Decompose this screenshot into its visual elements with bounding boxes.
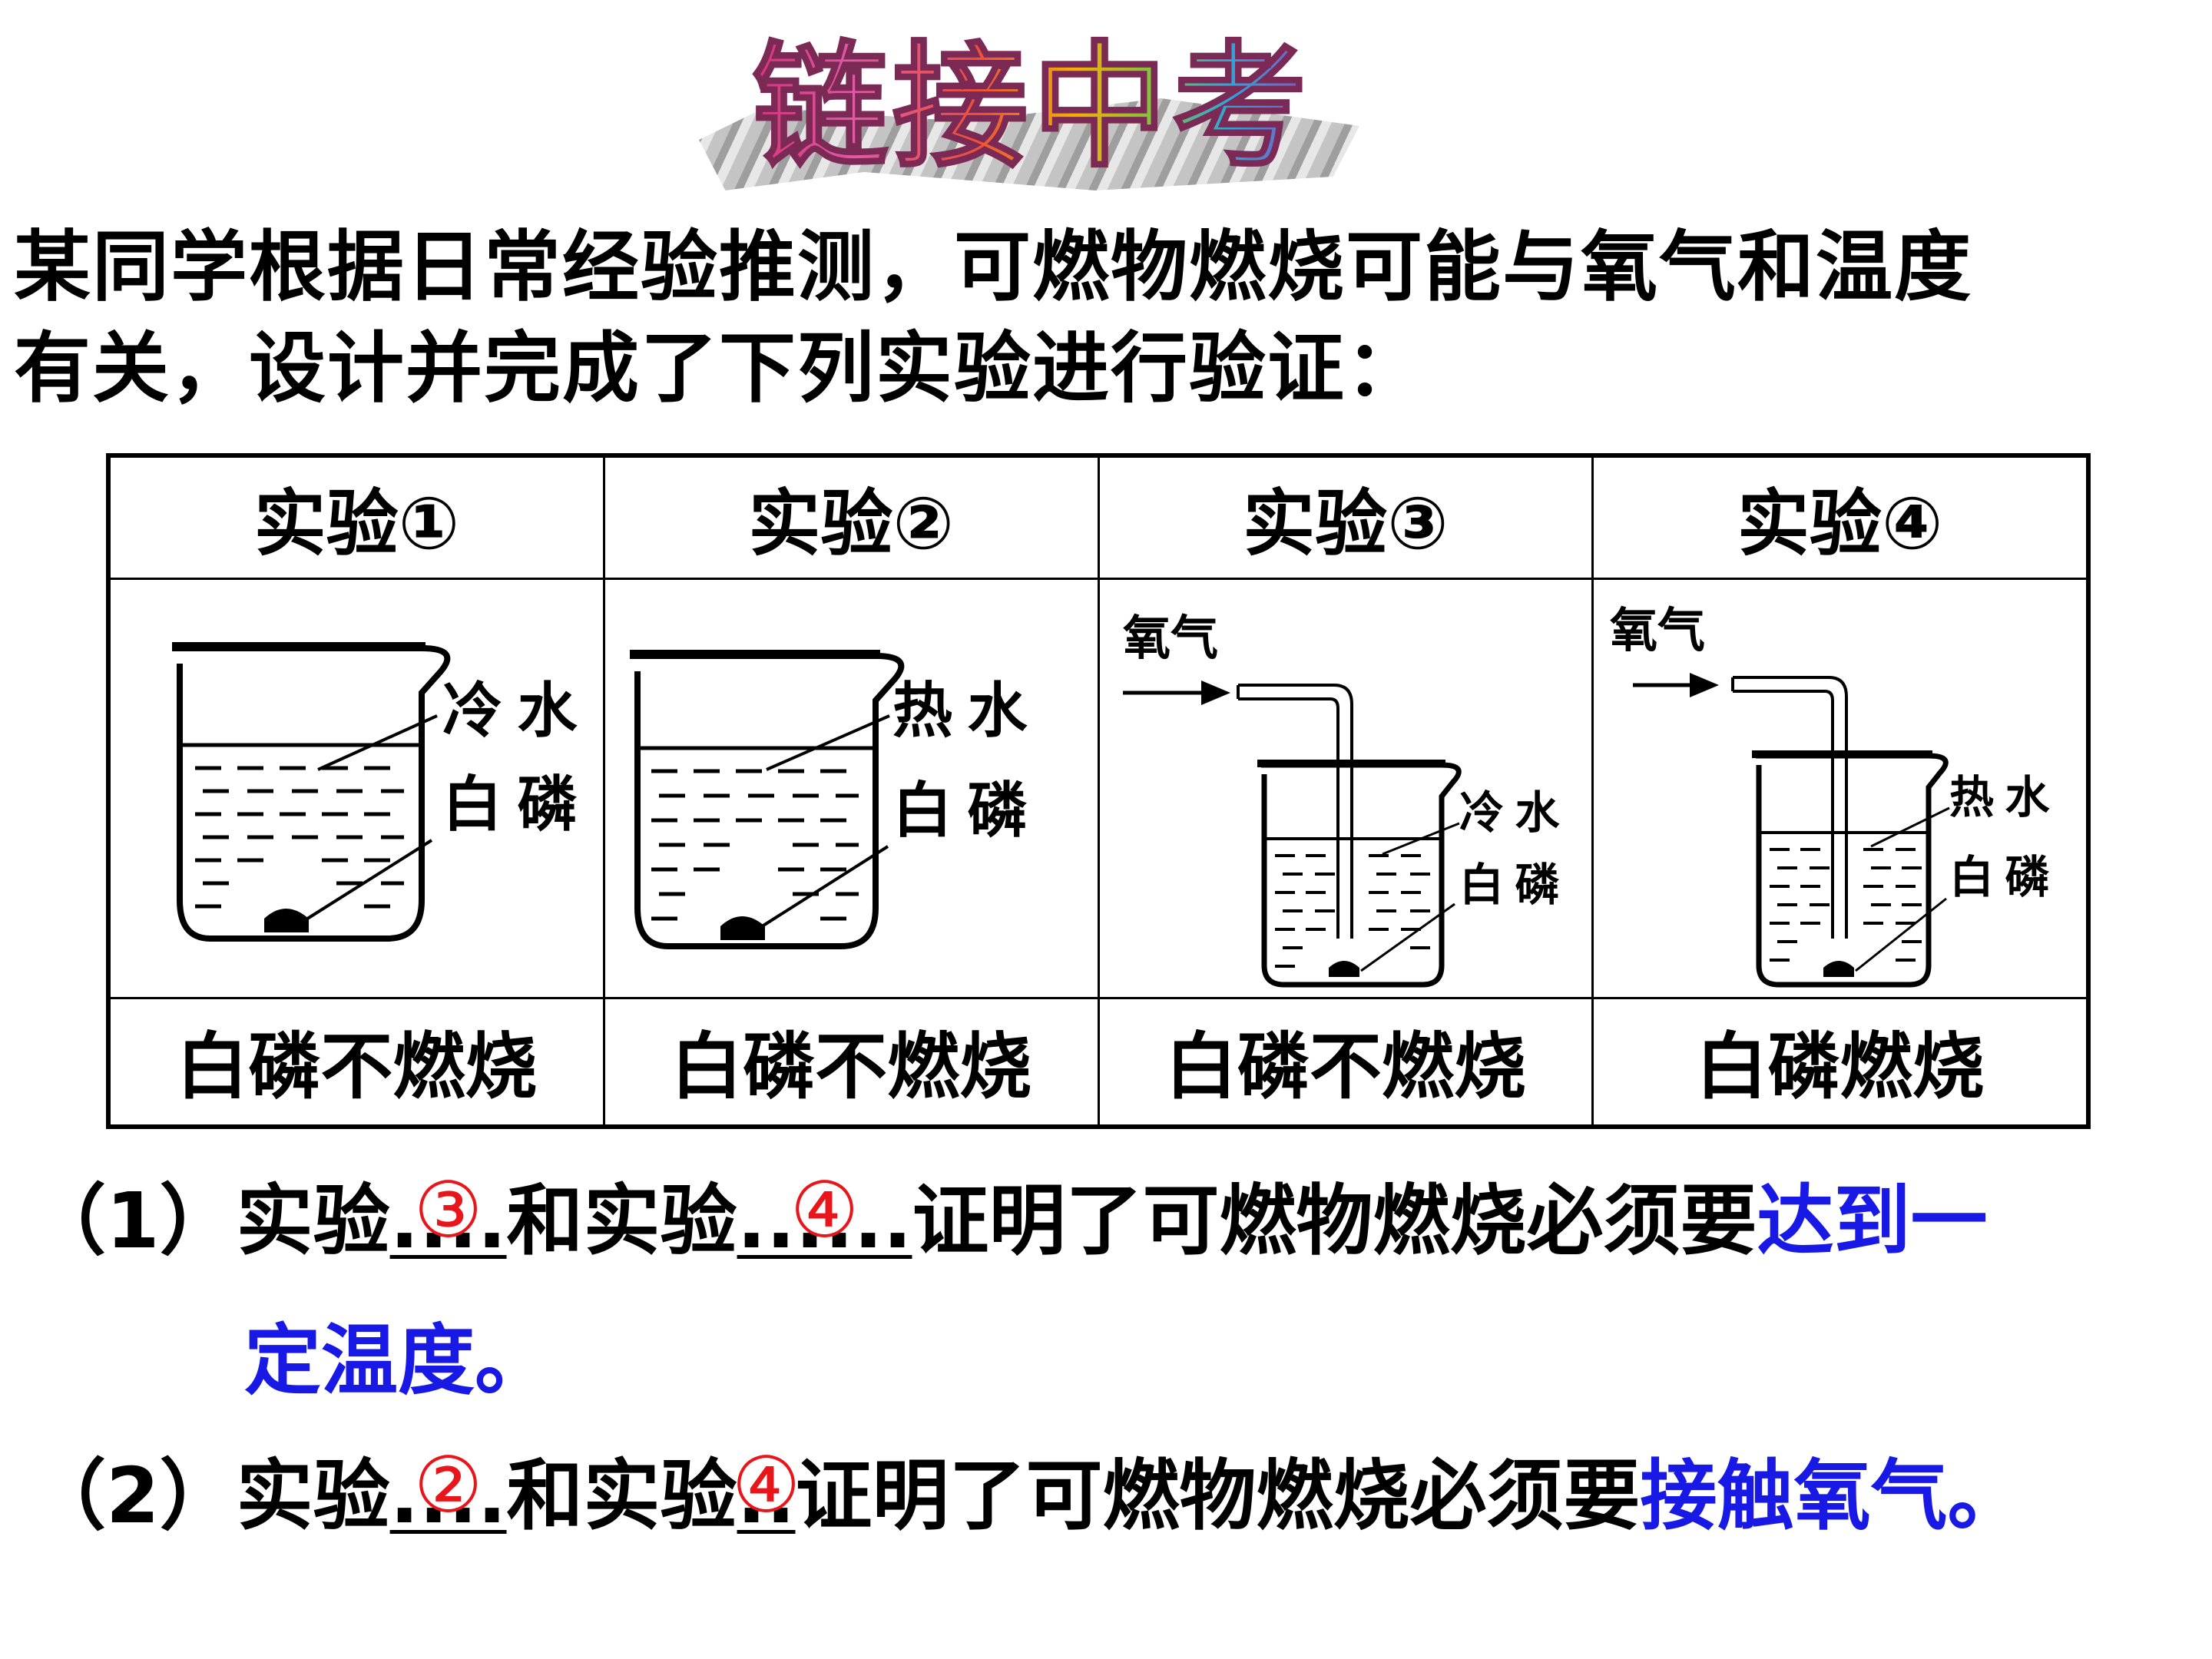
arrow-right-icon [1200, 680, 1230, 705]
beaker-hot-water-figure: 热 水 白 磷 [630, 650, 1028, 949]
water-dashes [651, 769, 859, 921]
q1-blank-2: ......④ [737, 1165, 912, 1266]
q1-blank-1: ....③ [389, 1165, 507, 1266]
result-experiment-2: 白磷不燃烧 [605, 997, 1100, 1124]
phosphorus-lump [1823, 961, 1854, 977]
gas-tube [1732, 676, 1848, 939]
label-white-phosphorus: 白 磷 [1459, 860, 1560, 910]
water-dashes [195, 766, 405, 909]
beaker-cold-water-oxygen-figure: 氧气 冷 水 白 磷 [1122, 612, 1561, 988]
phosphorus-lump [1328, 961, 1359, 977]
label-oxygen: 氧气 [1610, 604, 1705, 657]
label-white-phosphorus: 白 磷 [892, 777, 1028, 844]
intro-line-1: 某同学根据日常经验推测，可燃物燃烧可能与氧气和温度 [14, 222, 1972, 312]
q2-answer-text: 接触氧气。 [1640, 1451, 2025, 1541]
q1-answer-text-a: 达到一 [1757, 1176, 1988, 1266]
label-white-phosphorus: 白 磷 [442, 771, 578, 838]
figure-cell-4: 氧气 热 水 白 磷 [1594, 578, 2086, 997]
result-experiment-1: 白磷不燃烧 [111, 997, 605, 1124]
q1-answer-text-b: 定温度。 [244, 1316, 551, 1406]
header-banner: 链接中考 [676, 37, 1413, 214]
header-experiment-2: 实验② [605, 458, 1100, 578]
q2-blank-2: ..④ [731, 1440, 801, 1541]
intro-paragraph: 某同学根据日常经验推测，可燃物燃烧可能与氧气和温度 有关，设计并完成了下列实验进… [14, 217, 2203, 419]
phosphorus-lump [720, 916, 766, 940]
q1-prefix: （1）实验 [29, 1176, 390, 1266]
table-figure-row: 冷 水 白 磷 热 水 白 磷 [111, 578, 2086, 999]
table-header-row: 实验① 实验② 实验③ 实验④ [111, 458, 2086, 580]
table-result-row: 白磷不燃烧 白磷不燃烧 白磷不燃烧 白磷燃烧 [111, 997, 2086, 1124]
experiment-table: 实验① 实验② 实验③ 实验④ 冷 水 白 磷 [106, 453, 2091, 1129]
label-cold-water: 冷 水 [1459, 788, 1561, 838]
figure-cell-3: 氧气 冷 水 白 磷 [1100, 578, 1594, 997]
q1-suffix: 证明了可燃物燃烧必须要 [912, 1176, 1757, 1266]
q2-suffix: 证明了可燃物燃烧必须要 [795, 1451, 1641, 1541]
figure-cell-1: 冷 水 白 磷 [111, 578, 605, 997]
q1-middle: 和实验 [506, 1176, 737, 1266]
intro-line-2: 有关，设计并完成了下列实验进行验证： [14, 323, 1424, 413]
water-dashes [1274, 854, 1430, 968]
q2-answer-2: ④ [731, 1440, 801, 1530]
label-cold-water: 冷 水 [442, 677, 578, 744]
header-experiment-3: 实验③ [1100, 458, 1594, 578]
header-experiment-1: 实验① [111, 458, 605, 578]
header-experiment-4: 实验④ [1737, 482, 1943, 566]
page-title: 链接中考 [751, 28, 1313, 186]
label-hot-water: 热 水 [1949, 773, 2051, 823]
gas-tube [1237, 684, 1353, 939]
q2-prefix: （2）实验 [29, 1451, 390, 1541]
q1-answer-2: ④ [790, 1165, 859, 1255]
q2-answer-1: ② [413, 1440, 483, 1530]
q2-blank-1: ....② [389, 1440, 507, 1541]
beaker-hot-water-oxygen-figure: 氧气 热 水 白 磷 [1610, 604, 2051, 988]
title-shadow-decoration [699, 98, 1359, 190]
beaker-cold-water-figure: 冷 水 白 磷 [172, 642, 578, 942]
phosphorus-lump [264, 909, 310, 932]
q2-middle: 和实验 [506, 1451, 737, 1541]
arrow-right-icon [1689, 673, 1719, 697]
result-experiment-4: 白磷燃烧 [1695, 1025, 1985, 1109]
label-white-phosphorus: 白 磷 [1949, 853, 2050, 902]
figure-cell-2: 热 水 白 磷 [605, 578, 1100, 997]
label-hot-water: 热 水 [892, 677, 1028, 744]
q1-answer-1: ③ [413, 1165, 483, 1255]
label-oxygen: 氧气 [1123, 612, 1218, 665]
water-dashes [1769, 848, 1922, 962]
result-experiment-3: 白磷不燃烧 [1100, 997, 1594, 1124]
